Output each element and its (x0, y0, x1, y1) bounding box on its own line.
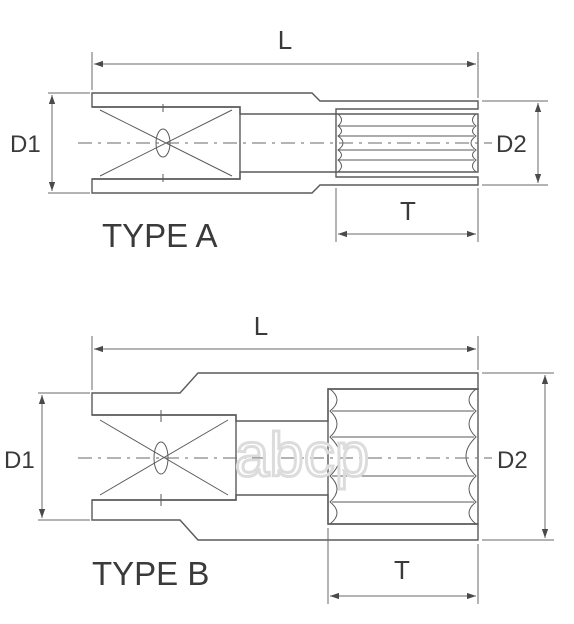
type-a-label-T: T (400, 196, 416, 226)
type-a-label-D1: D1 (10, 131, 41, 158)
type-b-label-L: L (254, 311, 268, 341)
type-a-bottom-wall (91, 171, 479, 194)
type-b-top-wall (91, 372, 479, 422)
type-b-label-T: T (394, 555, 410, 585)
type-b-drawing: abcp L D1 D2 T TYPE B (4, 311, 554, 604)
type-b-socket-end (327, 388, 479, 525)
type-a-drive-cavity (92, 106, 241, 180)
type-b-title: TYPE B (92, 555, 209, 592)
type-a-drawing: L D1 D2 T TYPE A (10, 25, 548, 254)
watermark-text: abcp (235, 421, 369, 490)
type-b-label-D1: D1 (4, 447, 35, 474)
type-a-label-D2: D2 (496, 131, 527, 158)
type-a-top-wall (91, 92, 479, 115)
type-a-label-L: L (278, 25, 292, 55)
type-a-socket-end (335, 113, 479, 173)
type-b-label-D2: D2 (497, 447, 528, 474)
type-a-title: TYPE A (102, 217, 218, 254)
